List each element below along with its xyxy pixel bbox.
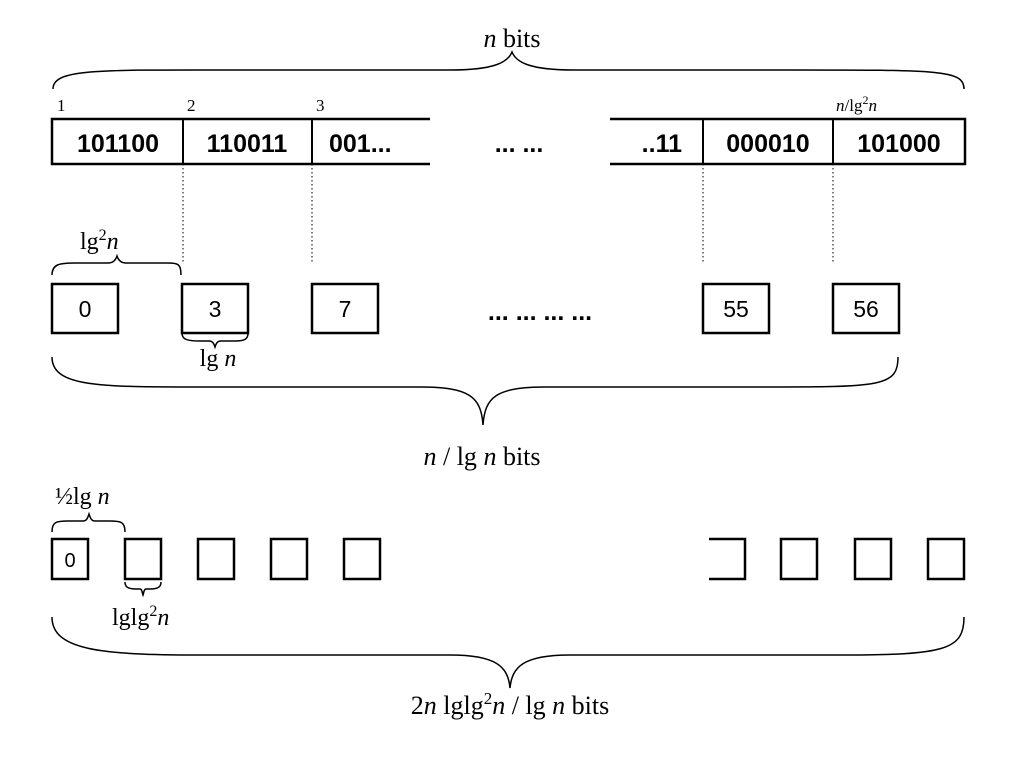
block-counter-value: 56 (853, 296, 879, 322)
counter-width-label: lg n (200, 346, 237, 372)
sub-block-cell (342, 537, 382, 581)
block-counter-box (50, 282, 120, 335)
bit-segment-1: 101100 (77, 130, 159, 158)
block-counter-ellipsis: ... ... ... ... (488, 298, 592, 326)
sub-block-cell (50, 537, 90, 581)
counter-width-brace (181, 332, 249, 350)
cell-width-brace (124, 581, 162, 598)
sub-block-counters-brace (51, 616, 965, 689)
cell-width-label: lglg2n (112, 603, 169, 631)
sub-block-cell (853, 537, 893, 581)
block-counters-brace (51, 356, 899, 426)
sub-block-size-label: ½lg n (55, 484, 110, 510)
bit-segment-last: 101000 (857, 130, 940, 158)
block-counters-total-label: n / lg n bits (423, 442, 540, 471)
n-bits-brace (52, 49, 965, 90)
block-counter-box (831, 282, 901, 335)
bit-segment-tail: ..11 (642, 130, 682, 158)
bit-segment-2: 110011 (207, 130, 288, 158)
sub-block-size-brace (51, 511, 126, 533)
block-counter-box (310, 282, 380, 335)
block-counter-value: 3 (209, 296, 222, 322)
block-size-brace (51, 253, 182, 276)
bit-array (50, 117, 967, 166)
block-counter-box (180, 282, 250, 335)
position-label-3: 3 (316, 96, 325, 115)
sub-block-cell (123, 537, 163, 581)
position-label-2: 2 (187, 96, 196, 115)
block-counter-value: 7 (339, 296, 352, 322)
block-size-label: lg2n (80, 227, 119, 255)
block-counter-box (701, 282, 771, 335)
sub-block-cell (926, 537, 966, 581)
sub-block-cell-partial (709, 537, 747, 581)
n-bits-label: n bits (483, 24, 540, 53)
bit-segment-ellipsis: ... ... (495, 130, 544, 158)
sub-block-cell-value: 0 (64, 550, 75, 572)
sub-block-counters-total-label: 2n lglg2n / lg n bits (411, 689, 609, 720)
block-counter-value: 55 (723, 296, 749, 322)
bit-segment-second-last: 000010 (726, 130, 809, 158)
sub-block-cell (779, 537, 819, 581)
bit-segment-3: 001... (329, 130, 392, 158)
sub-block-cell (269, 537, 309, 581)
sub-block-cell (196, 537, 236, 581)
position-label-last: n/lg2n (836, 93, 877, 115)
position-label-1: 1 (57, 96, 66, 115)
block-counter-value: 0 (79, 296, 92, 322)
